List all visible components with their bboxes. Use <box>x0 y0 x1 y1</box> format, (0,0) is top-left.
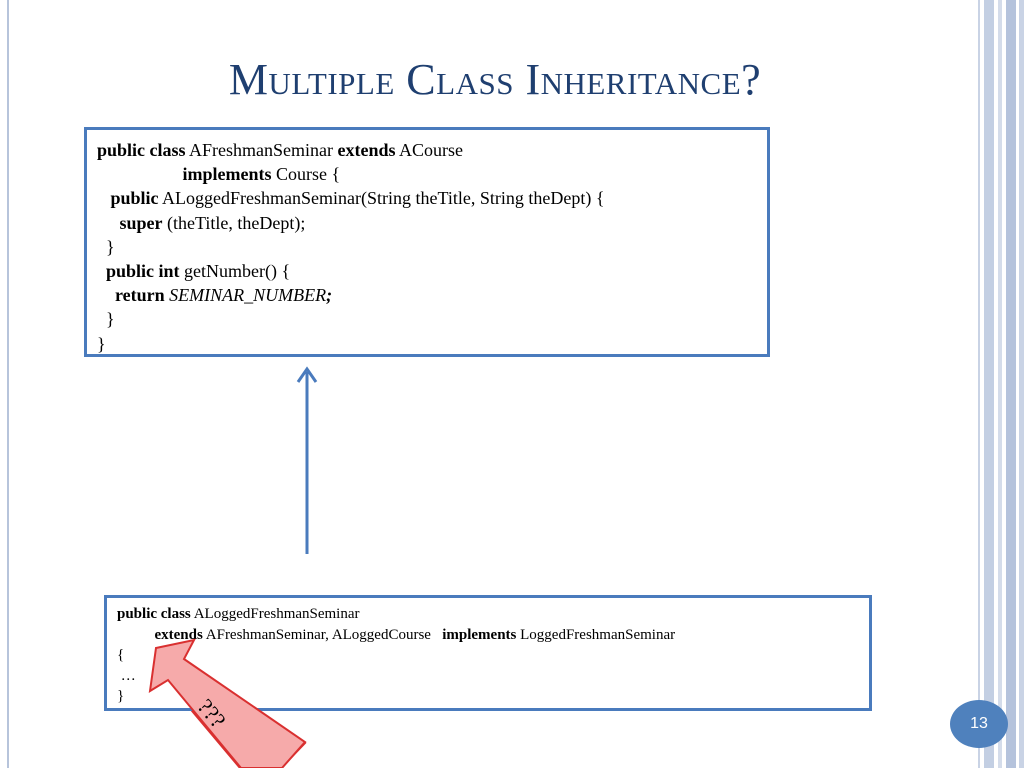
code-line: } <box>117 688 125 704</box>
code-line: return SEMINAR_NUMBER; <box>115 285 333 306</box>
inheritance-arrow <box>296 366 318 554</box>
slide-title: Multiple Class Inheritance? <box>228 55 762 104</box>
code-line: } <box>97 236 115 257</box>
frame-right-bar <box>984 0 994 768</box>
code-line: public ALoggedFreshmanSeminar(String the… <box>110 188 605 209</box>
frame-left-line <box>7 0 9 768</box>
code-line: implements Course { <box>182 164 341 185</box>
code-line: { <box>117 647 125 663</box>
frame-right-line <box>1019 0 1024 768</box>
code-line: public class AFreshmanSeminar extends AC… <box>97 140 464 160</box>
page-number-badge: 13 <box>950 700 1008 748</box>
bottom-code-box: public class ALoggedFreshmanSeminar exte… <box>104 595 872 711</box>
top-code-box: public class AFreshmanSeminar extends AC… <box>84 127 770 357</box>
code-line: super (theTitle, theDept); <box>119 212 306 233</box>
frame-right-line <box>998 0 1002 768</box>
code-line: … <box>117 667 136 684</box>
code-line: public int getNumber() { <box>106 261 291 282</box>
code-line: } <box>97 309 115 330</box>
frame-right-line <box>978 0 980 768</box>
code-line: } <box>97 333 106 354</box>
code-line: public class ALoggedFreshmanSeminar <box>117 606 360 622</box>
frame-right-bar <box>1006 0 1016 768</box>
code-line: extends AFreshmanSeminar, ALoggedCourse … <box>154 626 676 643</box>
